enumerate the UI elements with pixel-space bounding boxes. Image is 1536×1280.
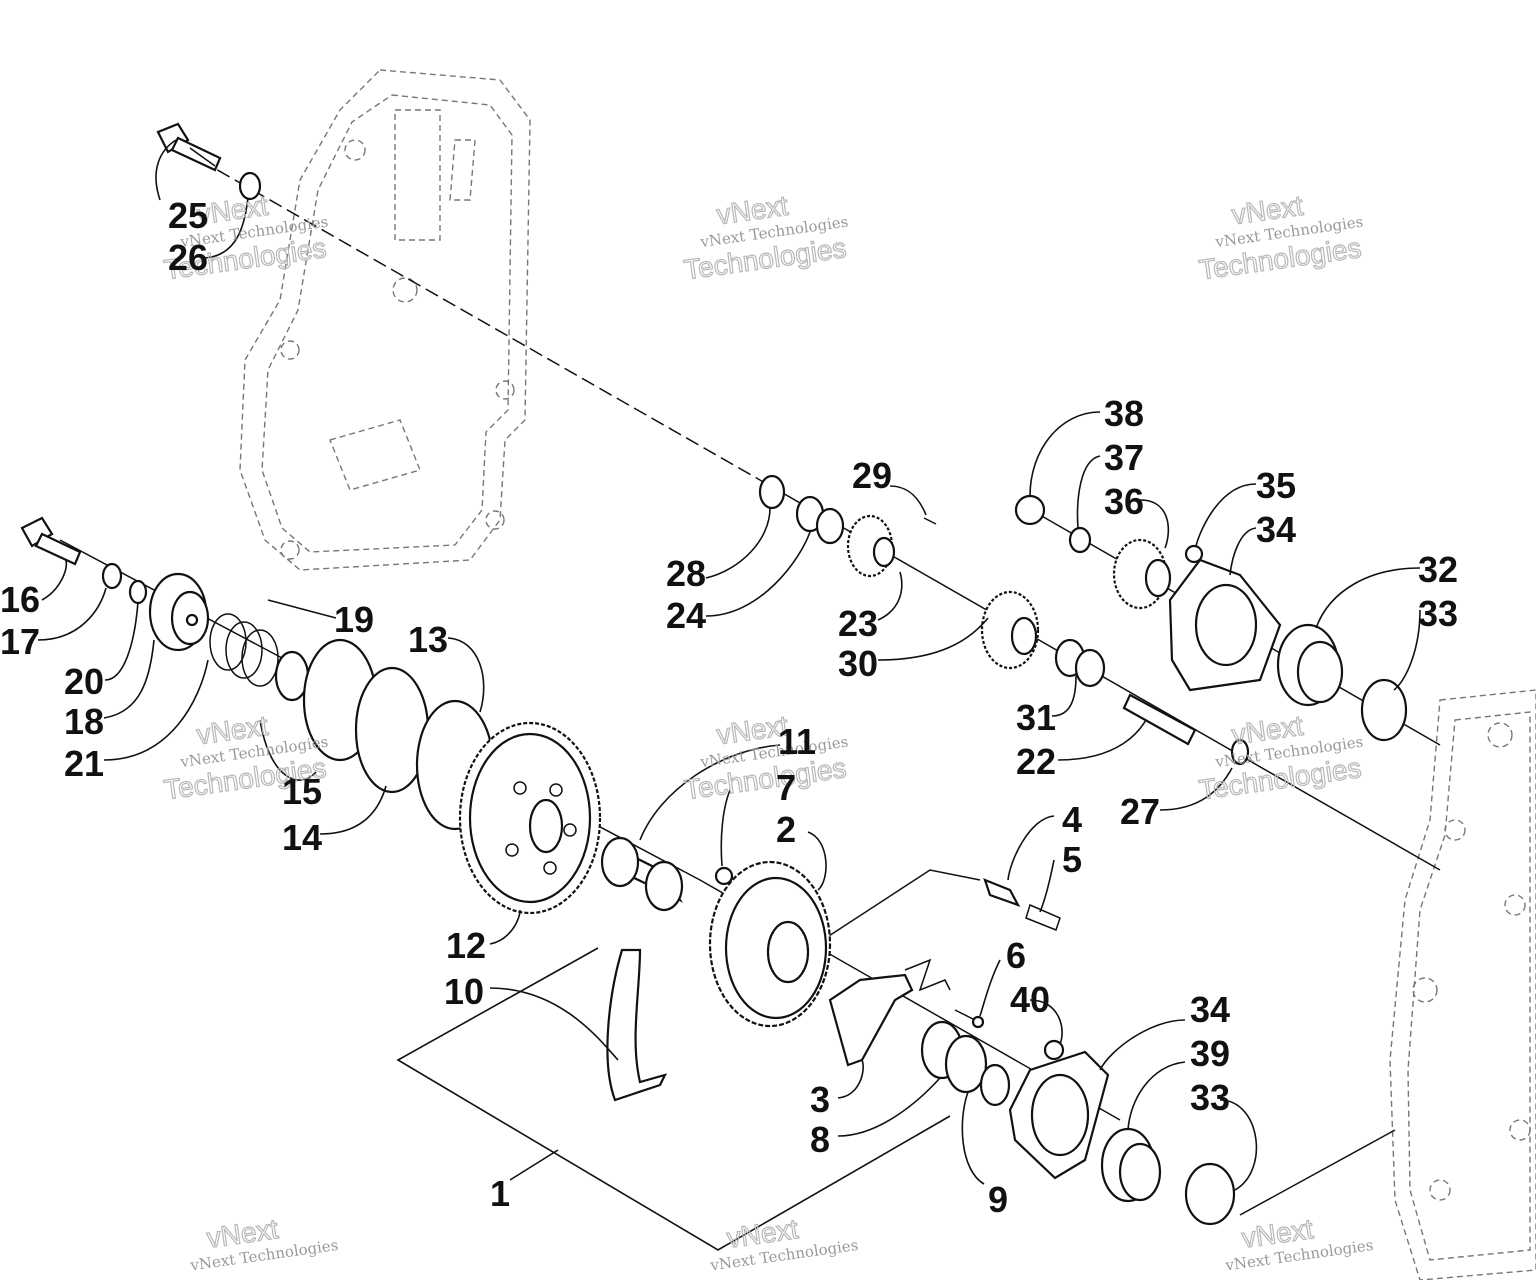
callout-24: 24 bbox=[666, 595, 706, 636]
sprocket-2 bbox=[708, 860, 832, 1028]
callout-39: 39 bbox=[1190, 1033, 1230, 1074]
callout-19: 19 bbox=[334, 599, 374, 640]
callout-32: 32 bbox=[1418, 549, 1458, 590]
callout-22: 22 bbox=[1016, 741, 1056, 782]
watermarks: vNext vNext Technologies Technologies vN… bbox=[161, 189, 1374, 1275]
flange-plate-34-lower bbox=[1008, 1050, 1110, 1180]
callout-10: 10 bbox=[444, 971, 484, 1012]
pin-4 bbox=[983, 878, 1021, 907]
callout-8: 8 bbox=[810, 1119, 830, 1160]
seal-33-lower bbox=[1184, 1162, 1236, 1226]
bearing-39 bbox=[1100, 1127, 1162, 1203]
callout-5: 5 bbox=[1062, 839, 1082, 880]
gear-23 bbox=[846, 514, 896, 578]
callout-16: 16 bbox=[0, 579, 40, 620]
clip-27 bbox=[1230, 738, 1250, 766]
callout-20: 20 bbox=[64, 661, 104, 702]
washer-17 bbox=[101, 562, 123, 590]
callout-33-upper: 33 bbox=[1418, 593, 1458, 634]
callout-15: 15 bbox=[282, 771, 322, 812]
watermark: vNext vNext Technologies bbox=[1223, 1213, 1374, 1275]
callout-13: 13 bbox=[408, 619, 448, 660]
callout-38: 38 bbox=[1104, 393, 1144, 434]
callout-40: 40 bbox=[1010, 979, 1050, 1020]
callout-26: 26 bbox=[168, 237, 208, 278]
nut-40 bbox=[1043, 1039, 1065, 1061]
plate-3 bbox=[828, 973, 914, 1067]
callout-23: 23 bbox=[838, 603, 878, 644]
callout-11: 11 bbox=[778, 721, 816, 762]
callout-34-lower: 34 bbox=[1190, 989, 1230, 1030]
callout-35: 35 bbox=[1256, 465, 1296, 506]
watermark: vNext vNext Technologies Technologies bbox=[681, 189, 849, 286]
callout-3: 3 bbox=[810, 1079, 830, 1120]
chaincase-housing-outline bbox=[239, 69, 531, 571]
chain-10 bbox=[606, 948, 668, 1102]
callout-34-upper: 34 bbox=[1256, 509, 1296, 550]
gearcase-housing-outline bbox=[1389, 689, 1536, 1280]
washer-26 bbox=[238, 171, 262, 201]
callout-30: 30 bbox=[838, 643, 878, 684]
callout-27: 27 bbox=[1120, 791, 1160, 832]
nut-35 bbox=[1184, 544, 1204, 564]
nut-38 bbox=[1014, 494, 1046, 526]
bolt-16 bbox=[20, 516, 82, 566]
bearing-32 bbox=[1276, 623, 1344, 707]
callout-21: 21 bbox=[64, 743, 104, 784]
gear-12 bbox=[458, 721, 602, 915]
assembly-bracket-1 bbox=[396, 947, 951, 1251]
gear-30 bbox=[980, 590, 1040, 670]
spring-21 bbox=[209, 613, 279, 687]
watermark: vNext vNext Technologies Technologies bbox=[1196, 189, 1364, 286]
watermark: vNext vNext Technologies bbox=[708, 1213, 859, 1275]
callout-6: 6 bbox=[1006, 935, 1026, 976]
bearing-24 bbox=[795, 495, 845, 545]
callout-33-lower: 33 bbox=[1190, 1077, 1230, 1118]
callout-28: 28 bbox=[666, 553, 706, 594]
callout-14: 14 bbox=[282, 817, 322, 858]
callout-17: 17 bbox=[0, 621, 40, 662]
callout-2: 2 bbox=[776, 809, 796, 850]
leader-lines bbox=[37, 139, 1421, 1191]
pin-29 bbox=[923, 517, 937, 525]
callout-9: 9 bbox=[988, 1179, 1008, 1220]
cap-18 bbox=[148, 572, 210, 652]
clip-20 bbox=[128, 579, 148, 605]
bearing-31 bbox=[1054, 638, 1106, 688]
flange-plate-34-upper bbox=[1168, 558, 1282, 692]
callout-31: 31 bbox=[1016, 697, 1056, 738]
shaft-22 bbox=[1122, 693, 1197, 746]
callout-1: 1 bbox=[490, 1173, 510, 1214]
watermark: vNext vNext Technologies bbox=[188, 1213, 339, 1275]
callout-labels: 1 2 3 4 5 6 7 8 9 10 11 12 13 14 15 16 1… bbox=[0, 195, 1458, 1220]
washer-37 bbox=[1068, 526, 1092, 554]
gear-36 bbox=[1112, 538, 1172, 610]
screw-6 bbox=[954, 1009, 985, 1029]
callout-18: 18 bbox=[64, 701, 104, 742]
callout-25: 25 bbox=[168, 195, 208, 236]
callout-4: 4 bbox=[1062, 799, 1082, 840]
callout-7: 7 bbox=[776, 767, 796, 808]
watermark: vNext vNext Technologies Technologies bbox=[681, 709, 849, 806]
spring-5 bbox=[1025, 903, 1061, 931]
seal-33-upper bbox=[1360, 678, 1408, 742]
sleeve-11 bbox=[600, 836, 684, 912]
nut-7 bbox=[714, 866, 734, 886]
callout-12: 12 bbox=[446, 925, 486, 966]
callout-36: 36 bbox=[1104, 481, 1144, 522]
callout-37: 37 bbox=[1104, 437, 1144, 478]
watermark: vNext vNext Technologies Technologies bbox=[1196, 709, 1364, 806]
axis-lines bbox=[59, 159, 1441, 1216]
washer-9 bbox=[979, 1063, 1011, 1107]
washer-28 bbox=[758, 474, 786, 510]
bolt-25 bbox=[156, 122, 222, 172]
callout-29: 29 bbox=[852, 455, 892, 496]
bearing-8 bbox=[920, 1020, 988, 1094]
